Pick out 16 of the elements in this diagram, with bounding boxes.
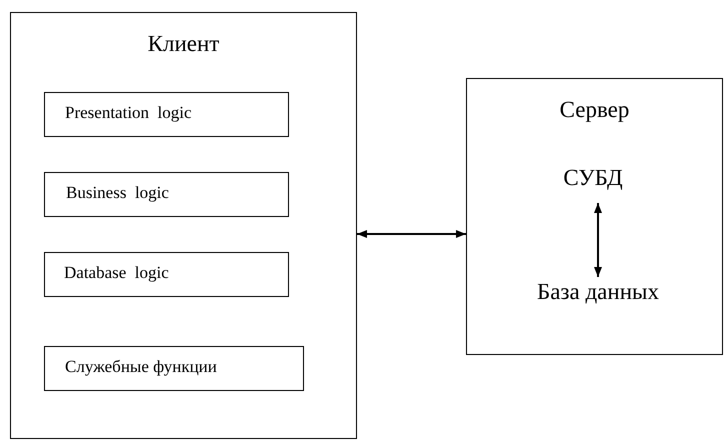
box-label: Database logic	[64, 263, 169, 283]
server-box	[466, 78, 723, 355]
process-box	[44, 172, 289, 217]
process-box	[44, 346, 304, 391]
box-label: Сервер	[558, 97, 630, 123]
process-box	[44, 92, 289, 137]
box-label: Клиент	[146, 31, 220, 57]
client-box	[10, 12, 357, 439]
node-label: СУБД	[562, 165, 624, 191]
box-label: Business logic	[66, 183, 169, 203]
node-label: База данных	[536, 279, 660, 305]
box-label: Presentation logic	[65, 103, 192, 123]
double-arrow	[594, 203, 602, 277]
process-box	[44, 252, 289, 297]
double-arrow	[357, 230, 466, 238]
box-label: Служебные функции	[65, 357, 217, 377]
